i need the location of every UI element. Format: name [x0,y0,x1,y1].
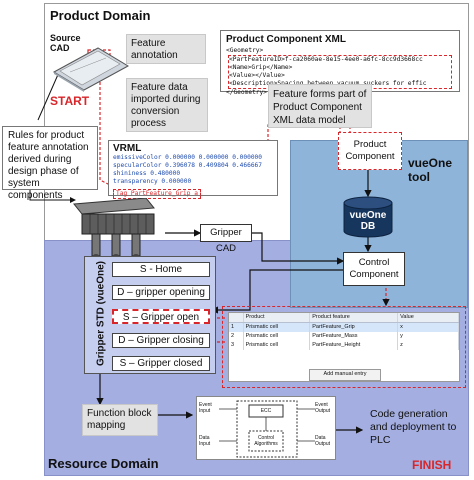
vrml-tag-line: Tag PartFeature_Grip a [113,189,201,199]
event-input-label: Event Input [199,402,212,414]
vrml-line: shininess 0.480000 [113,170,181,177]
std-state-gripper-closed: S – Gripper closed [112,356,210,371]
function-block-mapping-note: Function block mapping [82,404,158,436]
cad-drawing-icon [52,47,130,92]
database-icon [343,196,393,238]
row-number: 2 [229,332,244,341]
std-state-gripper-open: S – Gripper open [112,309,210,324]
gripper-cad-node: Gripper CAD [200,224,252,254]
event-output-label: Event Output [315,402,331,414]
feature-cell[interactable]: PartFeature_Grip [310,323,399,332]
feature-annotation-note: Feature annotation [126,34,206,64]
row-number: 1 [229,323,244,332]
product-component-xml-panel: Product Component XML <Geometry> <PartFe… [220,30,460,96]
code-generation-label: Code generation and deployment to PLC [370,408,457,446]
feature-table-highlight [222,306,466,388]
std-state-home: S - Home [112,262,210,277]
table-corner [229,313,244,322]
control-component-label: Control Component [349,257,399,280]
xml-title: Product Component XML [226,34,346,45]
add-manual-entry-button[interactable]: Add manual entry [309,369,381,381]
vrml-line: emissiveColor 0.000000 0.000000 0.000000 [113,154,263,161]
control-component-node: Control Component [343,252,405,286]
vrml-line: transparency 0.000000 [113,178,192,185]
source-cad-image [50,36,130,92]
value-cell[interactable]: z [398,341,459,350]
xml-line: <PartFeatureID>f-ca2060ae-8e15-4ee0-a6fc… [229,56,423,63]
column-header: Value [398,313,459,322]
column-header: Product feature [310,313,399,322]
row-number: 3 [229,341,244,350]
xml-line: </Geometry> [226,89,267,96]
gripper-std-label: Gripper STD (vueOne) [95,261,107,367]
finish-label: FINISH [412,458,452,472]
source-cad-label: Source CAD [50,33,81,53]
xml-line: <Description>Spacing between vacuum suck… [229,80,427,87]
value-cell[interactable]: x [398,323,459,332]
std-state-gripper-closing: D – Gripper closing [112,333,210,348]
gripper-image [66,197,166,264]
product-component-node: Product Component [338,132,402,170]
rules-note: Rules for product feature annotation der… [2,126,98,201]
vueone-db: vueOne DB [342,196,394,238]
product-cell[interactable]: Prismatic cell [244,332,311,341]
resource-domain-title: Resource Domain [48,456,159,471]
vrml-line: specularColor 0.396078 0.409804 0.466667 [113,162,263,169]
xml-line: <Name>Grip</Name> [229,64,293,71]
function-block-shape [219,400,315,458]
product-component-label: Product Component [345,139,395,162]
data-output-label: Data Output [315,435,331,447]
feature-table-header: Product Product feature Value [229,313,459,323]
product-cell[interactable]: Prismatic cell [244,323,311,332]
db-label: vueOne DB [349,210,387,232]
start-label: START [50,94,90,108]
feature-cell[interactable]: PartFeature_Mass [310,332,399,341]
std-state-gripper-opening: D – gripper opening [112,285,210,300]
xml-line: <Value></Value> [229,72,285,79]
gripper-icon [73,197,155,262]
feature-forms-part-note: Feature forms part of Product Component … [268,84,372,128]
vrml-panel: VRML emissiveColor 0.000000 0.000000 0.0… [108,140,278,199]
value-cell[interactable]: y [398,332,459,341]
feature-table: Product Product feature Value 1 Prismati… [228,312,460,382]
product-cell[interactable]: Prismatic cell [244,341,311,350]
feature-cell[interactable]: PartFeature_Height [310,341,399,350]
data-input-label: Data Input [199,435,211,447]
table-row[interactable]: 1 Prismatic cell PartFeature_Grip x [229,323,459,332]
function-block-diagram: Event Input Event Output Data Input Data… [196,396,336,460]
ecc-label: ECC [260,408,272,414]
table-row[interactable]: 3 Prismatic cell PartFeature_Height z [229,341,459,350]
control-algorithms-label: Control Algorithms [254,435,278,447]
table-row[interactable]: 2 Prismatic cell PartFeature_Mass y [229,332,459,341]
xml-line: <Geometry> [226,47,264,54]
vrml-title: VRML [113,143,142,154]
feature-data-imported-note: Feature data imported during conversion … [126,78,208,132]
column-header: Product [244,313,311,322]
vueone-tool-label: vueOne tool [408,156,453,184]
product-domain-title: Product Domain [50,8,151,23]
